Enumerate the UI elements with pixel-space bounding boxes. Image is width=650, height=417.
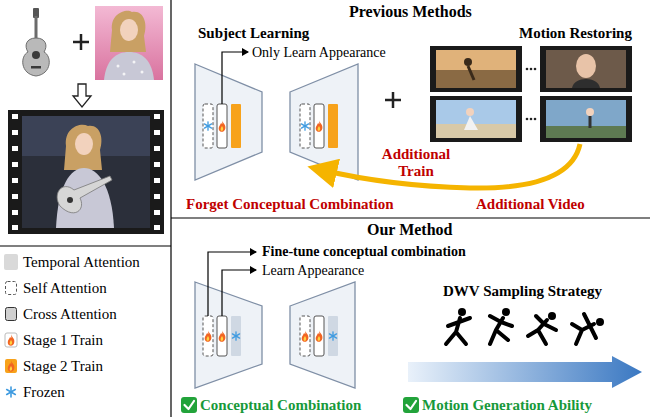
plus-sign bbox=[385, 92, 401, 108]
down-arrow bbox=[73, 84, 91, 107]
section-subheading: Subject Learning bbox=[198, 25, 309, 42]
legend-text: Stage 2 Train bbox=[23, 357, 103, 375]
legend-swatch bbox=[4, 254, 18, 270]
warning-text: Additional Video bbox=[476, 196, 585, 213]
legend-text: Stage 1 Train bbox=[23, 331, 103, 349]
legend-item: Cross Attention bbox=[4, 304, 117, 324]
legend-item: Stage 1 Train bbox=[4, 330, 103, 350]
annotation-text: Learn Appearance bbox=[262, 262, 364, 279]
additional-train-arrow bbox=[322, 144, 580, 188]
warning-text: Forget Conceptual Combination bbox=[186, 196, 394, 213]
legend-item: Temporal Attention bbox=[4, 252, 140, 272]
benefit-text: Motion Generation Ability bbox=[422, 397, 592, 414]
annotation-text: Fine-tune conceptual combination bbox=[262, 243, 466, 260]
check-icon bbox=[181, 397, 419, 413]
motion-figures bbox=[446, 308, 604, 344]
legend-item: Stage 2 Train bbox=[4, 356, 103, 376]
legend-sample bbox=[4, 384, 18, 400]
benefit-text: Conceptual Combination bbox=[200, 397, 361, 414]
unet-previous bbox=[195, 52, 358, 180]
legend-text: Temporal Attention bbox=[23, 253, 140, 271]
motion-videos bbox=[430, 46, 632, 142]
legend-item: Frozen bbox=[4, 382, 65, 402]
portrait-photo bbox=[95, 6, 163, 80]
legend-text: Frozen bbox=[23, 383, 65, 401]
section-subheading: DWV Sampling Strategy bbox=[443, 283, 602, 300]
guitar-image bbox=[8, 6, 64, 80]
legend-sample bbox=[4, 332, 18, 348]
legend-sample bbox=[4, 306, 18, 322]
legend-text: Self Attention bbox=[23, 279, 107, 297]
film-strip bbox=[8, 110, 164, 234]
plus-sign bbox=[73, 34, 89, 50]
legend-sample bbox=[4, 280, 18, 296]
section-heading: Previous Methods bbox=[349, 3, 472, 20]
legend-item: Self Attention bbox=[4, 278, 107, 298]
legend-text: Cross Attention bbox=[23, 305, 117, 323]
section-heading: Our Method bbox=[367, 221, 452, 238]
progress-arrow bbox=[408, 356, 642, 388]
warning-text: Additional Train bbox=[374, 146, 458, 180]
legend-sample bbox=[4, 358, 18, 374]
annotation-text: Only Learn Appearance bbox=[252, 44, 386, 61]
section-subheading: Motion Restoring bbox=[519, 25, 632, 42]
